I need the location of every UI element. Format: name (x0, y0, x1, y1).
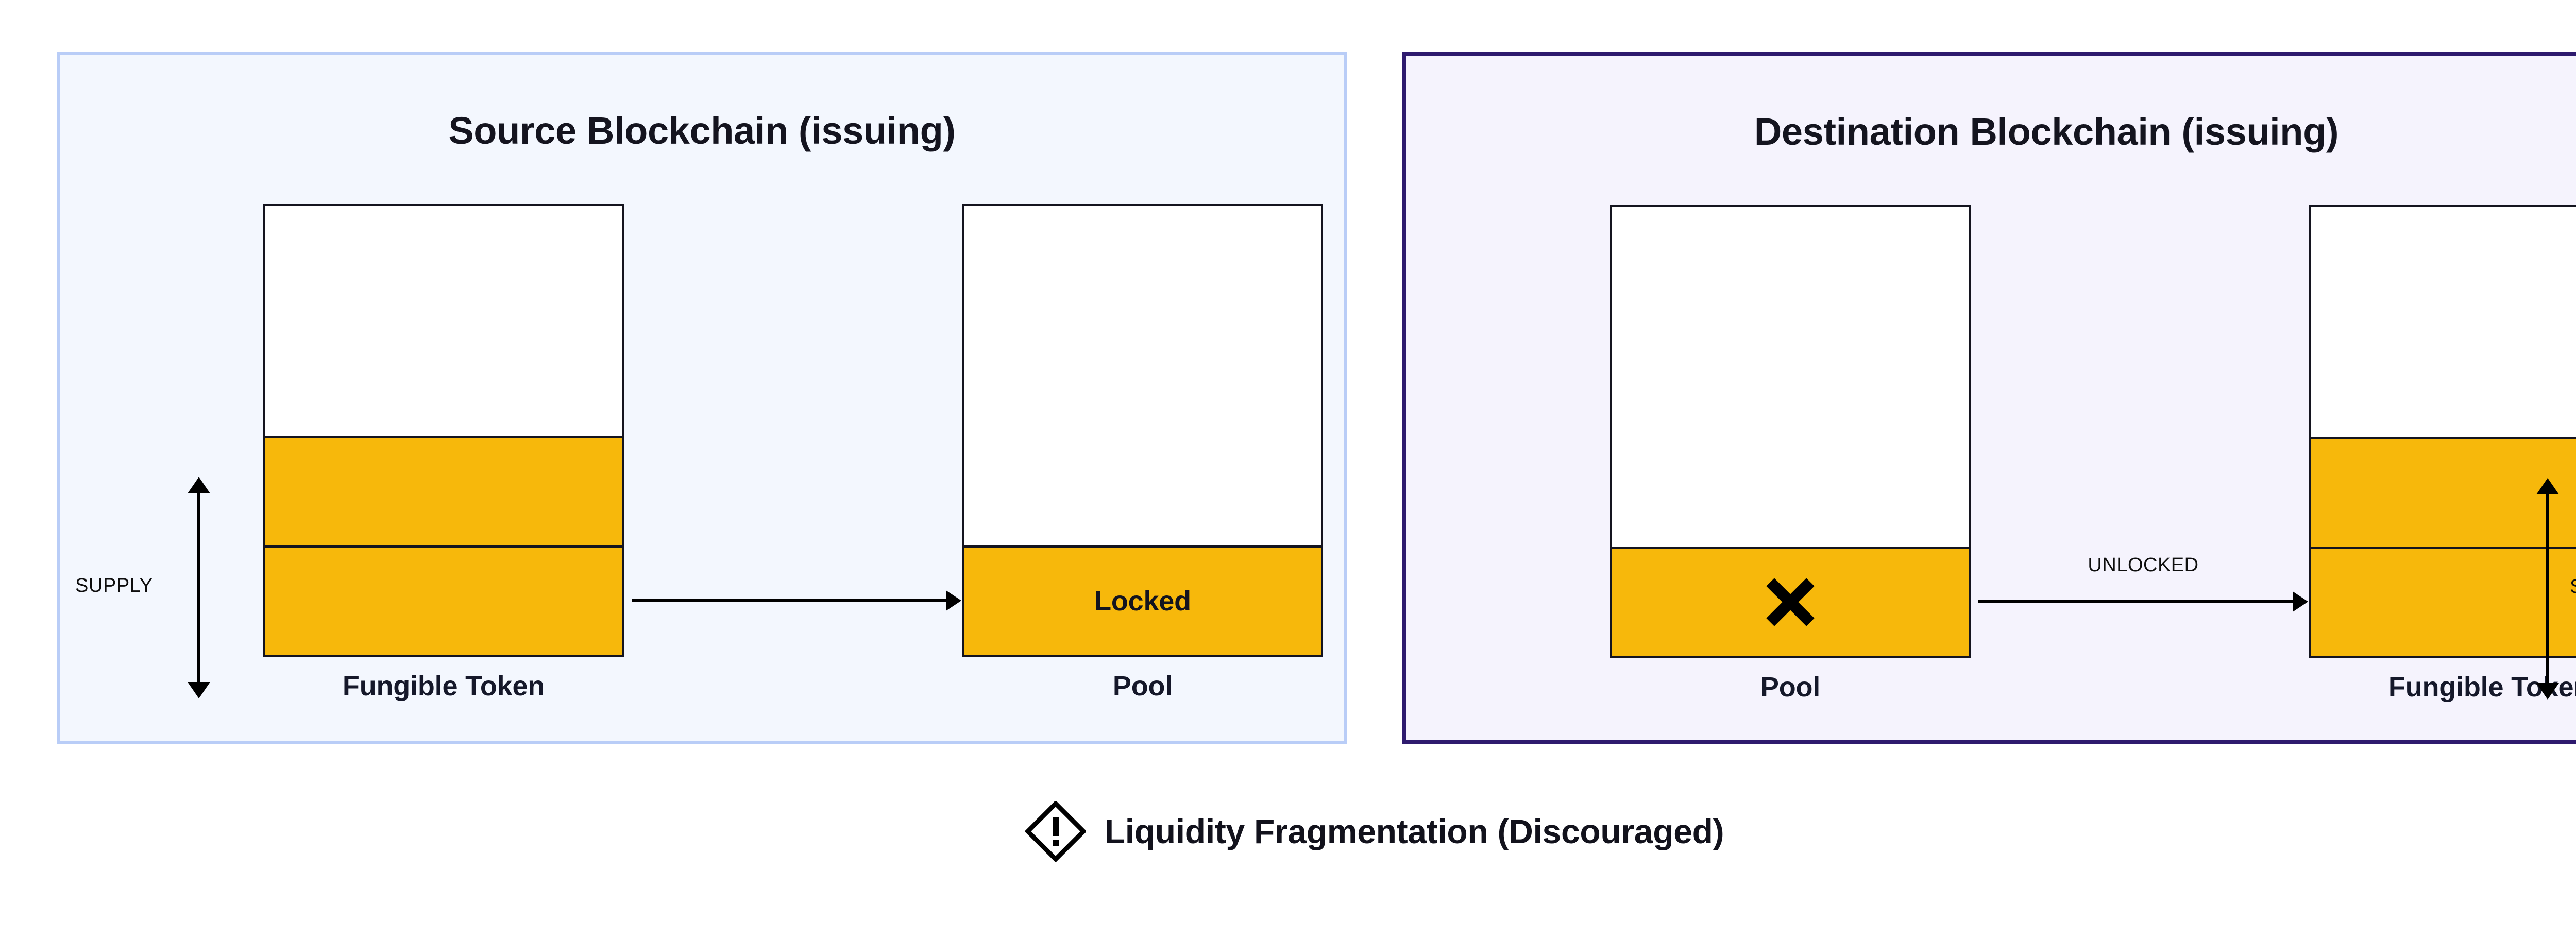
bar-destination-pool (1610, 205, 1971, 658)
bar-segment-fill (265, 545, 622, 655)
bar-column-destination-pool: Pool (1610, 205, 1971, 703)
panel-destination-title: Destination Blockchain (issuing) (1754, 110, 2339, 153)
bar-column-source-pool: Locked Pool (962, 204, 1323, 702)
arrow-shaft (632, 599, 948, 602)
bar-caption-source-pool: Pool (1112, 671, 1173, 702)
panel-destination-blockchain: Destination Blockchain (issuing) Pool UN… (1402, 52, 2576, 744)
bar-caption-destination-pool: Pool (1760, 672, 1821, 703)
x-mark-icon (1762, 574, 1819, 630)
bar-segment-empty (964, 206, 1321, 545)
bar-segment-label-locked: Locked (1094, 586, 1191, 617)
arrow-head-right-icon (2293, 591, 2308, 612)
footnote-text: Liquidity Fragmentation (Discouraged) (1104, 812, 1724, 850)
arrow-shaft (197, 490, 200, 685)
bar-source-fungible-token (263, 204, 624, 657)
bar-segment-empty (1612, 207, 1969, 547)
bar-column-source-fungible-token: Fungible Token (263, 204, 624, 702)
bar-caption-source-fungible-token: Fungible Token (342, 671, 545, 702)
panel-source-blockchain: Source Blockchain (issuing) SUPPLY Fungi… (57, 52, 1347, 744)
bar-segment-fill (2311, 436, 2576, 547)
bar-source-pool: Locked (962, 204, 1323, 657)
bar-destination-fungible-token (2309, 205, 2576, 658)
bar-segment-fill-locked: Locked (964, 545, 1321, 655)
supply-label-source: SUPPLY (75, 575, 153, 596)
bar-segment-fill-empty-pool (1612, 546, 1969, 656)
arrow-head-down-icon (2536, 683, 2559, 700)
supply-arrow-destination (2535, 478, 2561, 700)
arrow-shaft (2546, 491, 2549, 686)
bar-segment-fill (265, 435, 622, 545)
flow-arrow-label-unlocked: UNLOCKED (2088, 554, 2199, 576)
flow-arrow-source-lock (632, 590, 961, 611)
arrow-shaft (1978, 600, 2295, 603)
arrow-head-right-icon (946, 590, 961, 611)
bar-segment-empty (2311, 207, 2576, 437)
arrow-head-down-icon (188, 682, 210, 698)
bar-column-destination-fungible-token: Fungible Token (2309, 205, 2576, 703)
bar-segment-fill (2311, 546, 2576, 656)
footnote-liquidity-fragmentation: Liquidity Fragmentation (Discouraged) (0, 800, 2576, 863)
supply-arrow-source (186, 477, 212, 698)
warning-diamond-icon (1024, 800, 1087, 863)
supply-label-destination: SUPPLY (2570, 576, 2576, 598)
flow-arrow-destination-unlock (1978, 591, 2308, 612)
panel-source-title: Source Blockchain (issuing) (448, 109, 956, 152)
bar-segment-empty (265, 206, 622, 436)
